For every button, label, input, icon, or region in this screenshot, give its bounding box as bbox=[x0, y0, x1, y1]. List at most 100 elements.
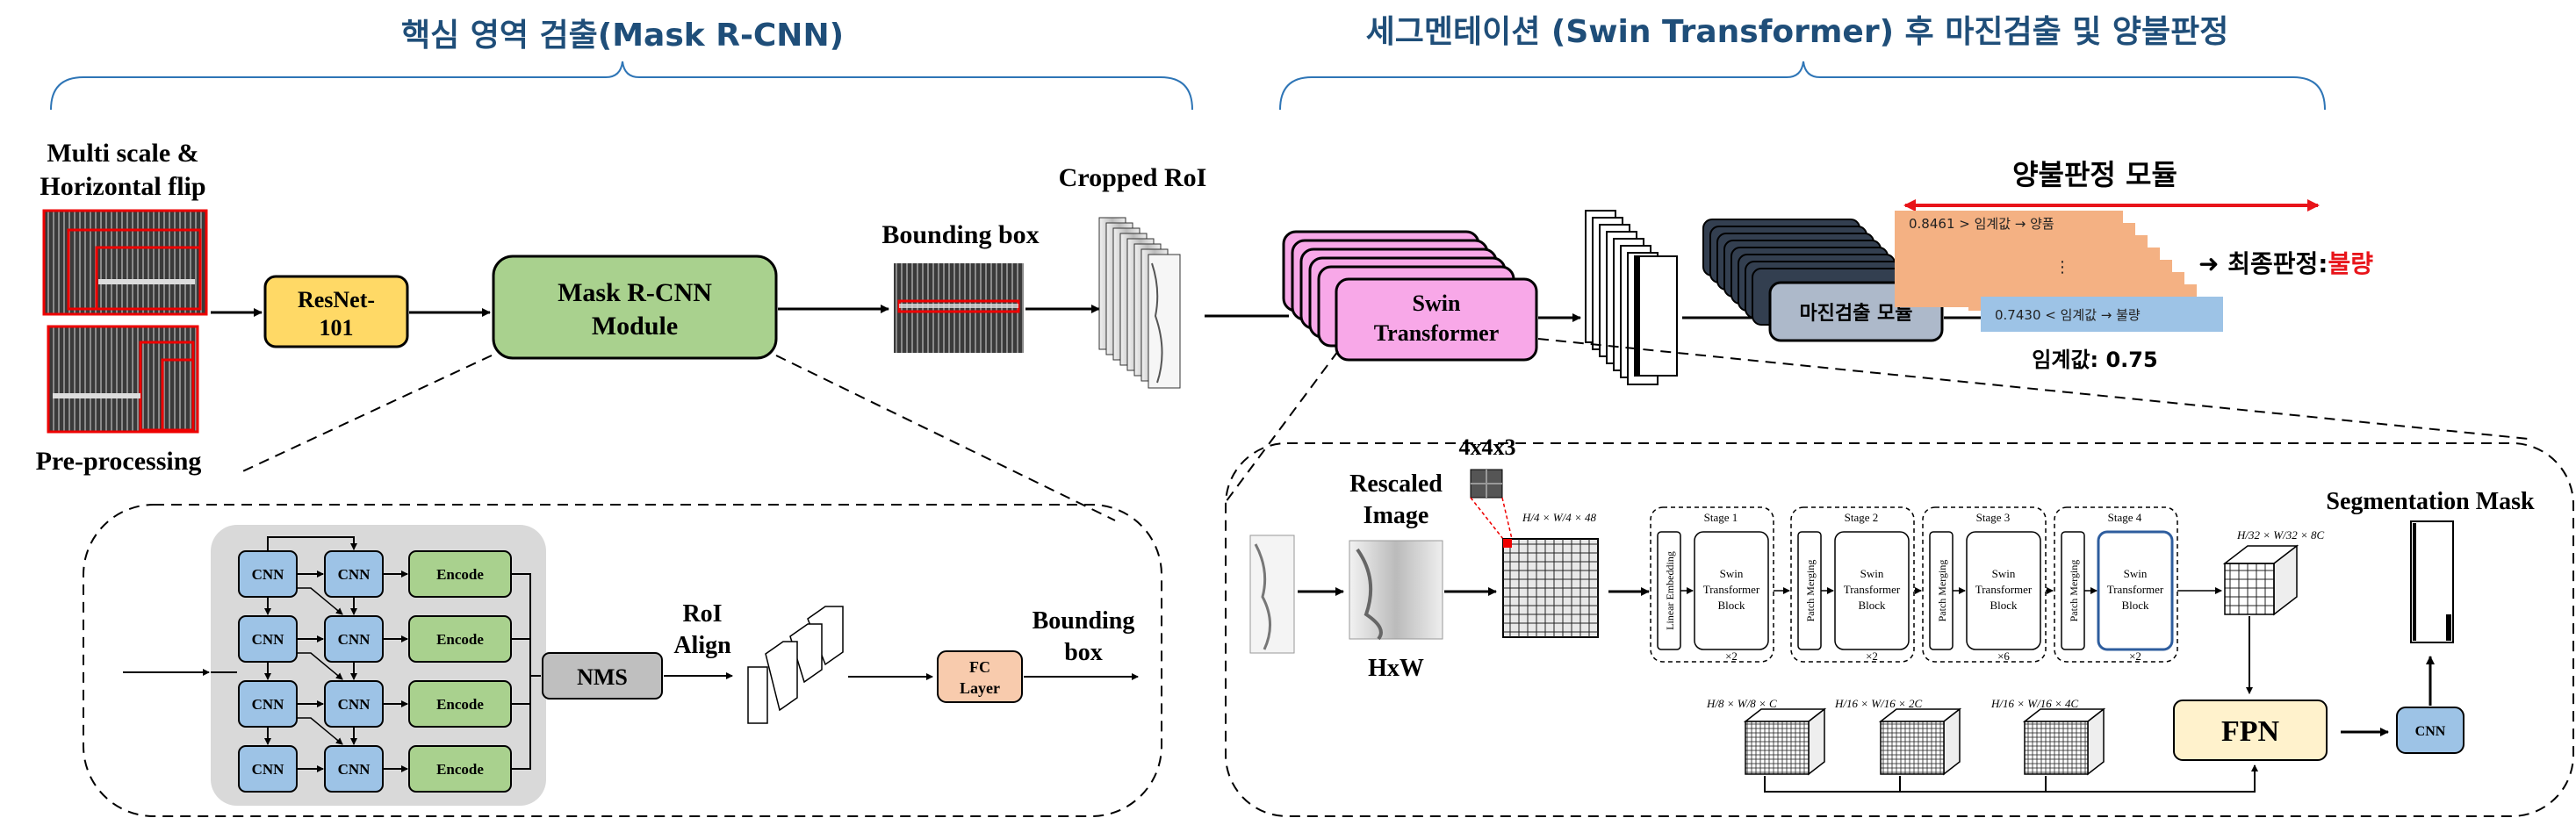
hw-label: HxW bbox=[1368, 655, 1424, 682]
margin-module-stack: 마진검출 모듈 bbox=[1702, 219, 1944, 342]
threshold-label: 임계값: 0.75 bbox=[2032, 348, 2157, 372]
stage-multiplier: ×6 bbox=[1997, 649, 2010, 663]
linear-embedding-label: Linear Embedding bbox=[1664, 551, 1676, 630]
feature-map-3 bbox=[2022, 707, 2106, 776]
left-section-title: 핵심 영역 검출(Mask R-CNN) bbox=[401, 18, 844, 54]
zoom-line-right-a bbox=[1225, 350, 1339, 503]
cnn-head-label: CNN bbox=[2415, 724, 2446, 739]
preprocess-label: Pre-processing bbox=[36, 447, 202, 476]
encode-label: Encode bbox=[436, 696, 484, 713]
out-label-1: Bounding bbox=[1033, 607, 1135, 635]
swin-block-label: Transformer bbox=[1703, 583, 1760, 596]
encode-block: Encode bbox=[408, 680, 512, 728]
encode-block: Encode bbox=[408, 550, 512, 598]
cnn-label: CNN bbox=[338, 761, 371, 778]
rescaled-label-2: Image bbox=[1364, 502, 1429, 529]
judge-line-top: 0.8461 > 임계값 → 양품 bbox=[1909, 216, 2054, 232]
cnn-block: CNN bbox=[324, 680, 384, 728]
zoom-line-right-b bbox=[1537, 338, 2529, 440]
swin-block-label: Transformer bbox=[2107, 583, 2164, 596]
grid-arrow bbox=[297, 587, 343, 615]
stage-multiplier: ×2 bbox=[1866, 649, 1878, 663]
fc-layer-box: FC Layer bbox=[937, 650, 1023, 703]
final-prefix: ➜ 최종판정: bbox=[2198, 249, 2328, 278]
resnet-label-1: ResNet- bbox=[298, 287, 375, 312]
encode-block: Encode bbox=[408, 745, 512, 793]
grid-connector bbox=[511, 675, 541, 770]
encode-label: Encode bbox=[436, 761, 484, 778]
final-value: 불량 bbox=[2328, 249, 2373, 278]
feature-connector bbox=[1764, 764, 2258, 793]
judge-dots: ⋮ bbox=[2054, 258, 2070, 276]
input-image-stack-bottom bbox=[47, 325, 199, 434]
input-label-1: Multi scale & bbox=[47, 139, 198, 168]
resnet-label-2: 101 bbox=[320, 315, 354, 341]
seg-mask-image bbox=[2410, 520, 2454, 643]
swin-block-label: Swin bbox=[1720, 567, 1744, 580]
swin-block-label: Swin bbox=[1992, 567, 2016, 580]
grid-arrow bbox=[267, 536, 357, 551]
cnn-label: CNN bbox=[252, 696, 285, 713]
cnn-block: CNN bbox=[238, 745, 298, 793]
bbox-image bbox=[894, 263, 1024, 353]
resnet-box: ResNet- 101 bbox=[263, 275, 409, 348]
patch-zoom-b bbox=[1501, 497, 1513, 540]
maskrcnn-detail-panel bbox=[83, 504, 1162, 817]
cnn-block: CNN bbox=[238, 615, 298, 663]
swin-detail-panel bbox=[1225, 442, 2574, 817]
cnn-head-box: CNN bbox=[2396, 707, 2464, 754]
swin-label-1: Swin bbox=[1413, 291, 1461, 316]
encode-block: Encode bbox=[408, 615, 512, 663]
fc-label-1: FC bbox=[969, 658, 990, 676]
feature-map-1 bbox=[1743, 707, 1827, 776]
cnn-label: CNN bbox=[252, 631, 285, 648]
patch-merging-label: Patch Merging bbox=[1936, 560, 1948, 622]
feature-cube-final bbox=[2222, 544, 2299, 616]
feature-map-2 bbox=[1878, 707, 1962, 776]
roi-label-1: RoI bbox=[682, 600, 722, 628]
swin-block-label: Transformer bbox=[1975, 583, 2033, 596]
cnn-label: CNN bbox=[338, 566, 371, 583]
nms-label: NMS bbox=[577, 664, 628, 690]
right-section-title: 세그멘테이션 (Swin Transformer) 후 마진검출 및 양불판정 bbox=[1366, 14, 2229, 50]
feat4-dims: H/32 × W/32 × 8C bbox=[2236, 528, 2324, 542]
out-label-2: box bbox=[1064, 639, 1103, 666]
input-crop-image bbox=[1249, 535, 1295, 654]
zoom-line-left-b bbox=[775, 355, 1116, 521]
stage-title: Stage 4 bbox=[2108, 511, 2142, 524]
feat2-dims: H/16 × W/16 × 2C bbox=[1834, 697, 1922, 710]
cropped-roi-stack bbox=[1098, 217, 1181, 389]
roi-label-2: Align bbox=[673, 632, 731, 659]
seg-mask-label: Segmentation Mask bbox=[2326, 488, 2535, 515]
judge-title: 양불판정 모듈 bbox=[2012, 158, 2177, 191]
feat3-dims: H/16 × W/16 × 4C bbox=[1990, 697, 2078, 710]
swin-block-label: Swin bbox=[2124, 567, 2148, 580]
encode-label: Encode bbox=[436, 566, 484, 583]
cnn-block: CNN bbox=[324, 550, 384, 598]
swin-block-label: Block bbox=[1990, 599, 2018, 612]
cnn-label: CNN bbox=[252, 566, 285, 583]
fc-label-2: Layer bbox=[960, 679, 1000, 697]
cnn-label: CNN bbox=[338, 631, 371, 648]
stage-multiplier: ×2 bbox=[1725, 649, 1738, 663]
patch-grid-image bbox=[1502, 538, 1599, 638]
swin-block-label: Block bbox=[1717, 599, 1745, 612]
patch-merging-label: Patch Merging bbox=[2068, 560, 2080, 622]
patch-zoom-a bbox=[1470, 497, 1504, 540]
cnn-block: CNN bbox=[238, 680, 298, 728]
patch-icon bbox=[1470, 469, 1503, 499]
maskrcnn-label-1: Mask R-CNN bbox=[558, 278, 712, 307]
input-label-2: Horizontal flip bbox=[40, 172, 205, 201]
final-judgment: ➜ 최종판정:불량 bbox=[2198, 249, 2373, 278]
roi-align-stack bbox=[747, 606, 844, 724]
rescaled-label-1: Rescaled bbox=[1349, 470, 1443, 498]
judge-result-stack: 0.8461 > 임계값 → 양품 ⋮ 0.7430 < 임계값 → 불량 bbox=[1895, 211, 2223, 332]
feat1-dims: H/8 × W/8 × C bbox=[1706, 697, 1777, 710]
right-brace bbox=[1279, 61, 2326, 111]
grid-arrow bbox=[297, 652, 343, 680]
fpn-label: FPN bbox=[2221, 715, 2280, 748]
